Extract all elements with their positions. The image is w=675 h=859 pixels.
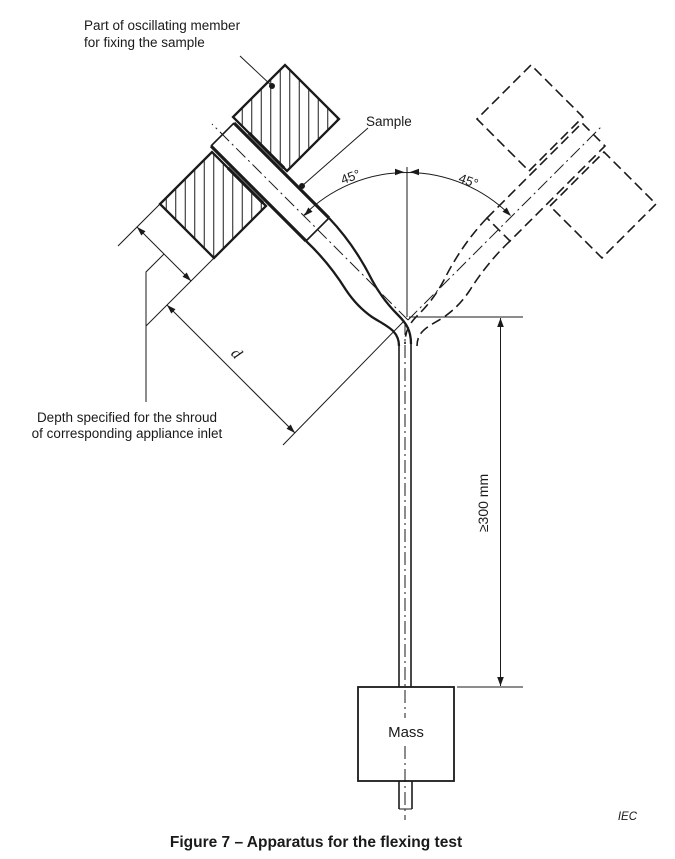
d-arrow-1 (167, 305, 176, 314)
d-dimension-line (166, 304, 296, 434)
sample-taper-edge-upper (328, 217, 413, 345)
channel-wall-upper (247, 131, 286, 170)
oscillating-member (158, 63, 341, 260)
plug-edge-upper (232, 121, 331, 220)
sample-taper-edge-lower (305, 240, 401, 347)
figure-caption: Figure 7 – Apparatus for the flexing tes… (170, 834, 462, 851)
annotations (239, 55, 369, 189)
length-dimension-300mm: ≥300 mm (409, 316, 523, 688)
mirror-sample-taper-edge-1 (404, 217, 488, 345)
sample-label: Sample (366, 114, 412, 129)
arc-arrow-end-left (304, 207, 313, 216)
arc-arrow-end-right (502, 207, 511, 216)
depth-label-leader (145, 253, 165, 402)
angle-label-left: 45° (339, 166, 363, 187)
length-dimension-label: ≥300 mm (475, 474, 491, 532)
depth-dimension-group: d (117, 203, 405, 446)
mirror-upper-plate (475, 63, 585, 173)
sample-leader-dot (299, 183, 305, 189)
member-leader-dot (269, 83, 275, 89)
extension-line-convergence (282, 320, 405, 446)
iec-credit: IEC (618, 811, 638, 823)
sample-label-leader (301, 127, 369, 187)
member-label-line2: for fixing the sample (84, 35, 205, 50)
mirror-sample-plug (485, 121, 607, 243)
angle-arc (303, 172, 511, 216)
mass-label: Mass (388, 724, 424, 741)
d-dimension-label: d (227, 345, 245, 363)
extension-line-near-face (145, 257, 215, 327)
dim-arrow-300-top (497, 318, 504, 327)
member-label-line1: Part of oscillating member (84, 18, 241, 33)
member-label-leader (239, 55, 273, 87)
vertical-cable: Mass (357, 322, 455, 820)
angle-label-right: 45° (457, 170, 481, 191)
mirror-sample-taper-edge-2 (416, 240, 511, 347)
sample-assembly (209, 121, 413, 347)
d-arrow-2 (286, 424, 295, 433)
channel-wall-lower (226, 166, 265, 205)
dim-arrow-300-bottom (497, 677, 504, 686)
arc-arrow-top-right (410, 168, 419, 176)
shroud-arrow-1 (137, 227, 146, 236)
plug-edge-lower (209, 144, 308, 243)
arc-arrow-top-left (395, 168, 404, 176)
depth-label-line2: of corresponding appliance inlet (32, 426, 223, 441)
oscillating-member-mirror-dashed (404, 63, 658, 347)
depth-label-line1: Depth specified for the shroud (37, 410, 217, 425)
swing-angle-dimension: 45° 45° (303, 166, 511, 317)
mass-box (357, 686, 455, 782)
shroud-arrow-2 (182, 272, 191, 281)
extension-line-far-face (117, 203, 161, 247)
mirror-lower-plate (548, 150, 658, 260)
mirror-axis-centerline (407, 126, 602, 321)
